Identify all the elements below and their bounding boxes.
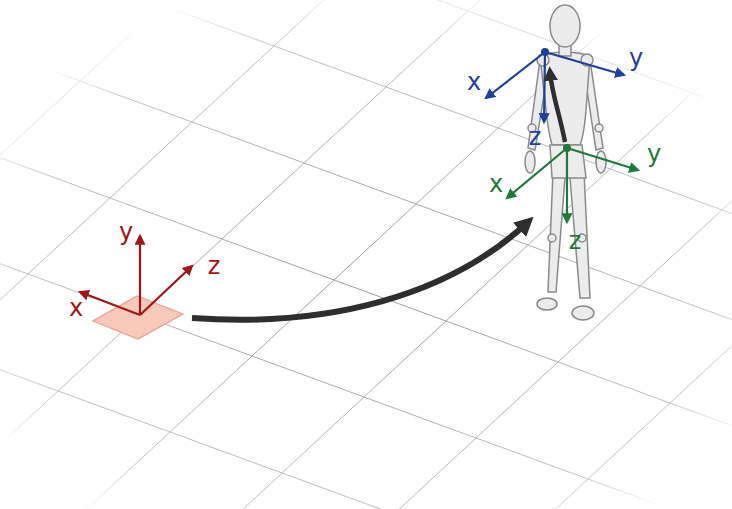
grid-line <box>96 0 732 509</box>
axis-arrow <box>545 52 624 75</box>
grid-line <box>0 0 732 339</box>
grid-line <box>0 297 732 509</box>
grid-line <box>0 145 732 509</box>
grid-line <box>0 221 732 509</box>
axis-label: x <box>69 296 83 320</box>
grid-line <box>0 0 460 509</box>
grid-line <box>208 0 732 509</box>
axis-arrow <box>80 292 140 315</box>
axis-arrow <box>566 148 568 222</box>
joint-transform-arrow <box>550 72 565 142</box>
axis-arrow <box>486 52 545 98</box>
axis-label: z <box>529 125 542 149</box>
grid-line <box>124 0 732 35</box>
axis-label: x <box>489 172 503 196</box>
axis-arrow <box>544 52 545 122</box>
axis-arrow <box>139 236 141 315</box>
grid-line <box>0 0 348 509</box>
axis-label: y <box>647 142 661 166</box>
grid-line <box>0 0 684 509</box>
grid-line <box>0 0 732 187</box>
axis-arrow <box>507 148 567 198</box>
grid-line <box>320 0 732 509</box>
grid-line <box>0 0 124 509</box>
axis-arrow <box>567 148 638 170</box>
axis-label: x <box>467 70 481 94</box>
grid-line <box>0 69 732 509</box>
transform-arrow <box>192 222 528 320</box>
frame-origin <box>541 48 549 56</box>
grid-line <box>42 0 732 111</box>
grid-line <box>0 0 572 509</box>
grid-line <box>0 0 732 415</box>
grid-line <box>0 0 732 491</box>
grid-line <box>0 0 236 509</box>
axis-arrow <box>140 266 192 315</box>
mannequin-figure <box>525 5 606 320</box>
grid-line <box>432 0 732 509</box>
grid-line <box>0 449 626 509</box>
axis-label: y <box>119 220 133 244</box>
axis-label: z <box>208 254 221 278</box>
frame-origin <box>563 144 571 152</box>
axis-label: z <box>569 229 582 253</box>
grid-line <box>0 0 732 263</box>
axis-label: y <box>629 46 643 70</box>
